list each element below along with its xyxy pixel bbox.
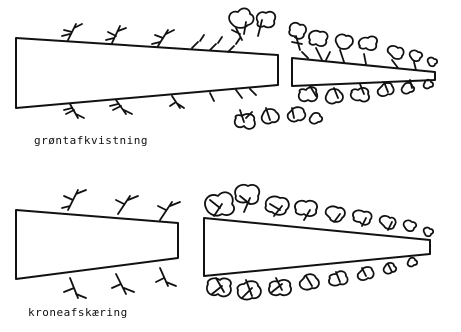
bottom-trunk-left (15, 209, 179, 280)
top-trunk-right (291, 57, 436, 87)
top-upper-branch-stubs (61, 23, 241, 53)
bottom-left-branch-stubs (61, 189, 181, 299)
top-lower-foliage (233, 78, 435, 130)
caption-bottom: kroneafskæring (28, 306, 128, 319)
bottom-lower-foliage (206, 256, 419, 301)
top-lower-branch-stubs (63, 88, 257, 119)
bottom-upper-foliage (204, 183, 435, 238)
top-trunk-left (15, 37, 279, 109)
top-upper-foliage (228, 7, 439, 71)
caption-top: grøntafkvistning (34, 134, 148, 147)
bottom-trunk-right (203, 217, 431, 277)
